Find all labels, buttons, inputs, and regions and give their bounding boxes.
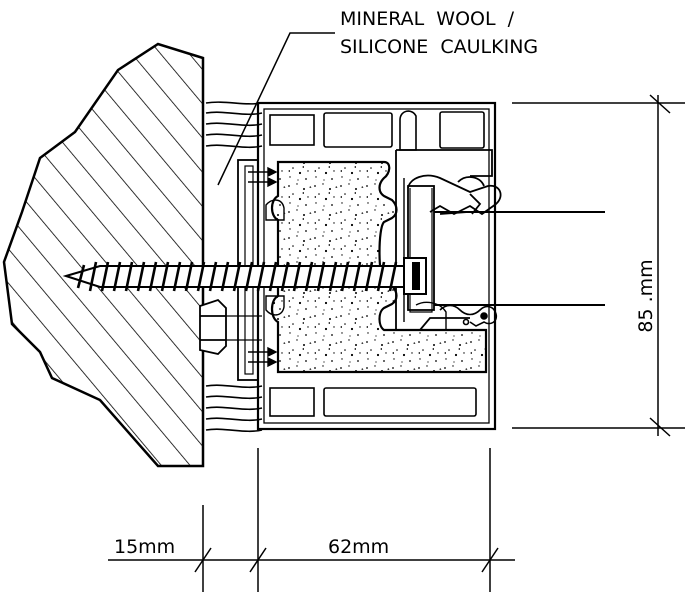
- glazing-bead: [407, 174, 502, 216]
- frame-dimension-label: 62mm: [328, 536, 389, 558]
- gasket-bottom: [439, 304, 498, 327]
- height-dimension: [512, 94, 685, 437]
- masonry-wall: [2, 42, 205, 468]
- material-label-line2: SILICONE CAULKING: [340, 36, 538, 58]
- wall-plug: [199, 298, 262, 355]
- material-leader: [217, 32, 335, 186]
- frame-pins: [248, 166, 278, 368]
- glass-pane: [407, 185, 605, 313]
- wall-dimension-label: 15mm: [114, 536, 175, 558]
- width-dimension: [108, 448, 515, 592]
- height-dimension-label: 85 .mm: [635, 259, 657, 332]
- fixing-screw: [62, 257, 427, 295]
- mineral-wool-bottom: [205, 384, 263, 433]
- material-label-line1: MINERAL WOOL /: [340, 8, 515, 30]
